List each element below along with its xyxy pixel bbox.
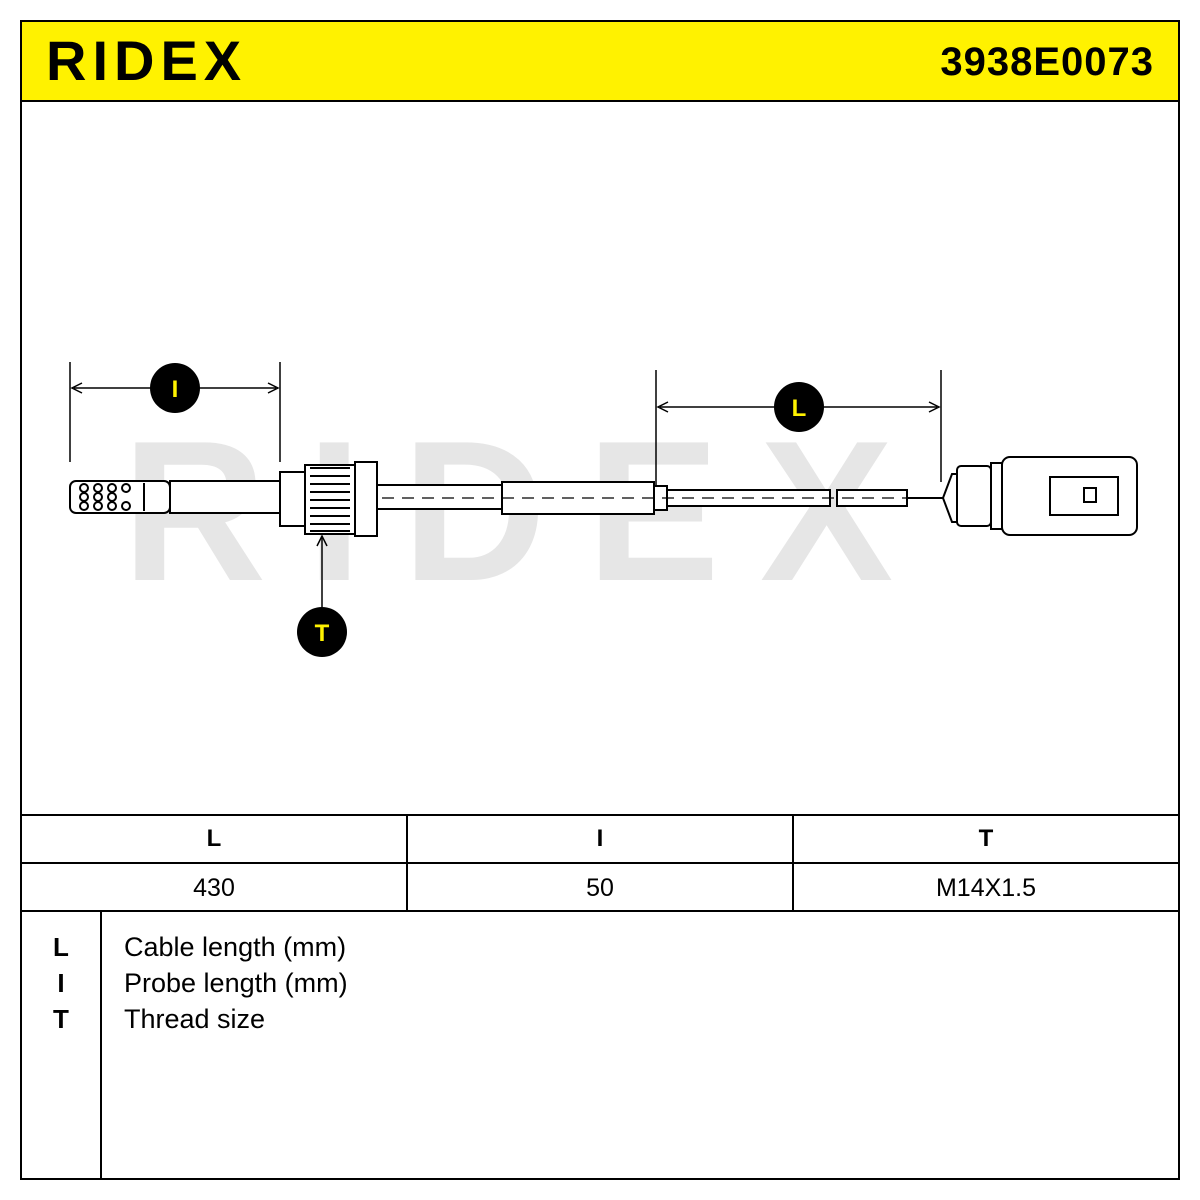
part-number: 3938E0073 xyxy=(940,40,1154,84)
header-probe-length: I xyxy=(408,816,794,864)
value-thread-size: M14X1.5 xyxy=(935,873,1037,902)
legend: L I T Cable length (mm) Probe length (mm… xyxy=(22,912,1178,1178)
marker-t: T xyxy=(297,607,347,657)
sensor-probe-tip xyxy=(69,480,171,514)
header-cable-length: L xyxy=(22,816,408,864)
marker-i: I xyxy=(150,363,200,413)
svg-text:T: T xyxy=(315,620,330,647)
technical-drawing: RIDEX I L xyxy=(22,102,1178,814)
svg-text:L: L xyxy=(792,395,807,422)
header-bar: RIDEX 3938E0073 xyxy=(22,22,1178,102)
value-probe-length: 50 xyxy=(408,864,794,912)
legend-desc-thread-size: Thread size xyxy=(124,1004,266,1034)
electrical-connector xyxy=(941,456,1138,536)
thread-body xyxy=(279,461,378,537)
value-cable-length: 430 xyxy=(22,864,408,912)
brand-logo: RIDEX xyxy=(46,29,248,92)
svg-text:I: I xyxy=(172,376,179,403)
probe-shaft xyxy=(169,480,281,514)
dimension-thread xyxy=(316,534,328,607)
legend-key-l: L xyxy=(53,932,69,962)
drawing-sheet: RIDEX 3938E0073 RIDEX I xyxy=(20,20,1180,1180)
legend-key-column: L I T xyxy=(22,912,102,1178)
header-thread-size: T xyxy=(794,816,1178,864)
marker-l: L xyxy=(774,382,824,432)
legend-desc-probe-length: Probe length (mm) xyxy=(124,968,348,998)
legend-desc-cable-length: Cable length (mm) xyxy=(124,932,347,962)
legend-key-t: T xyxy=(53,1004,69,1034)
spec-table: L I T 430 50 M14X1.5 xyxy=(22,814,1178,912)
legend-key-i: I xyxy=(57,968,65,998)
sensor-drawing: RIDEX I L xyxy=(69,362,1138,657)
